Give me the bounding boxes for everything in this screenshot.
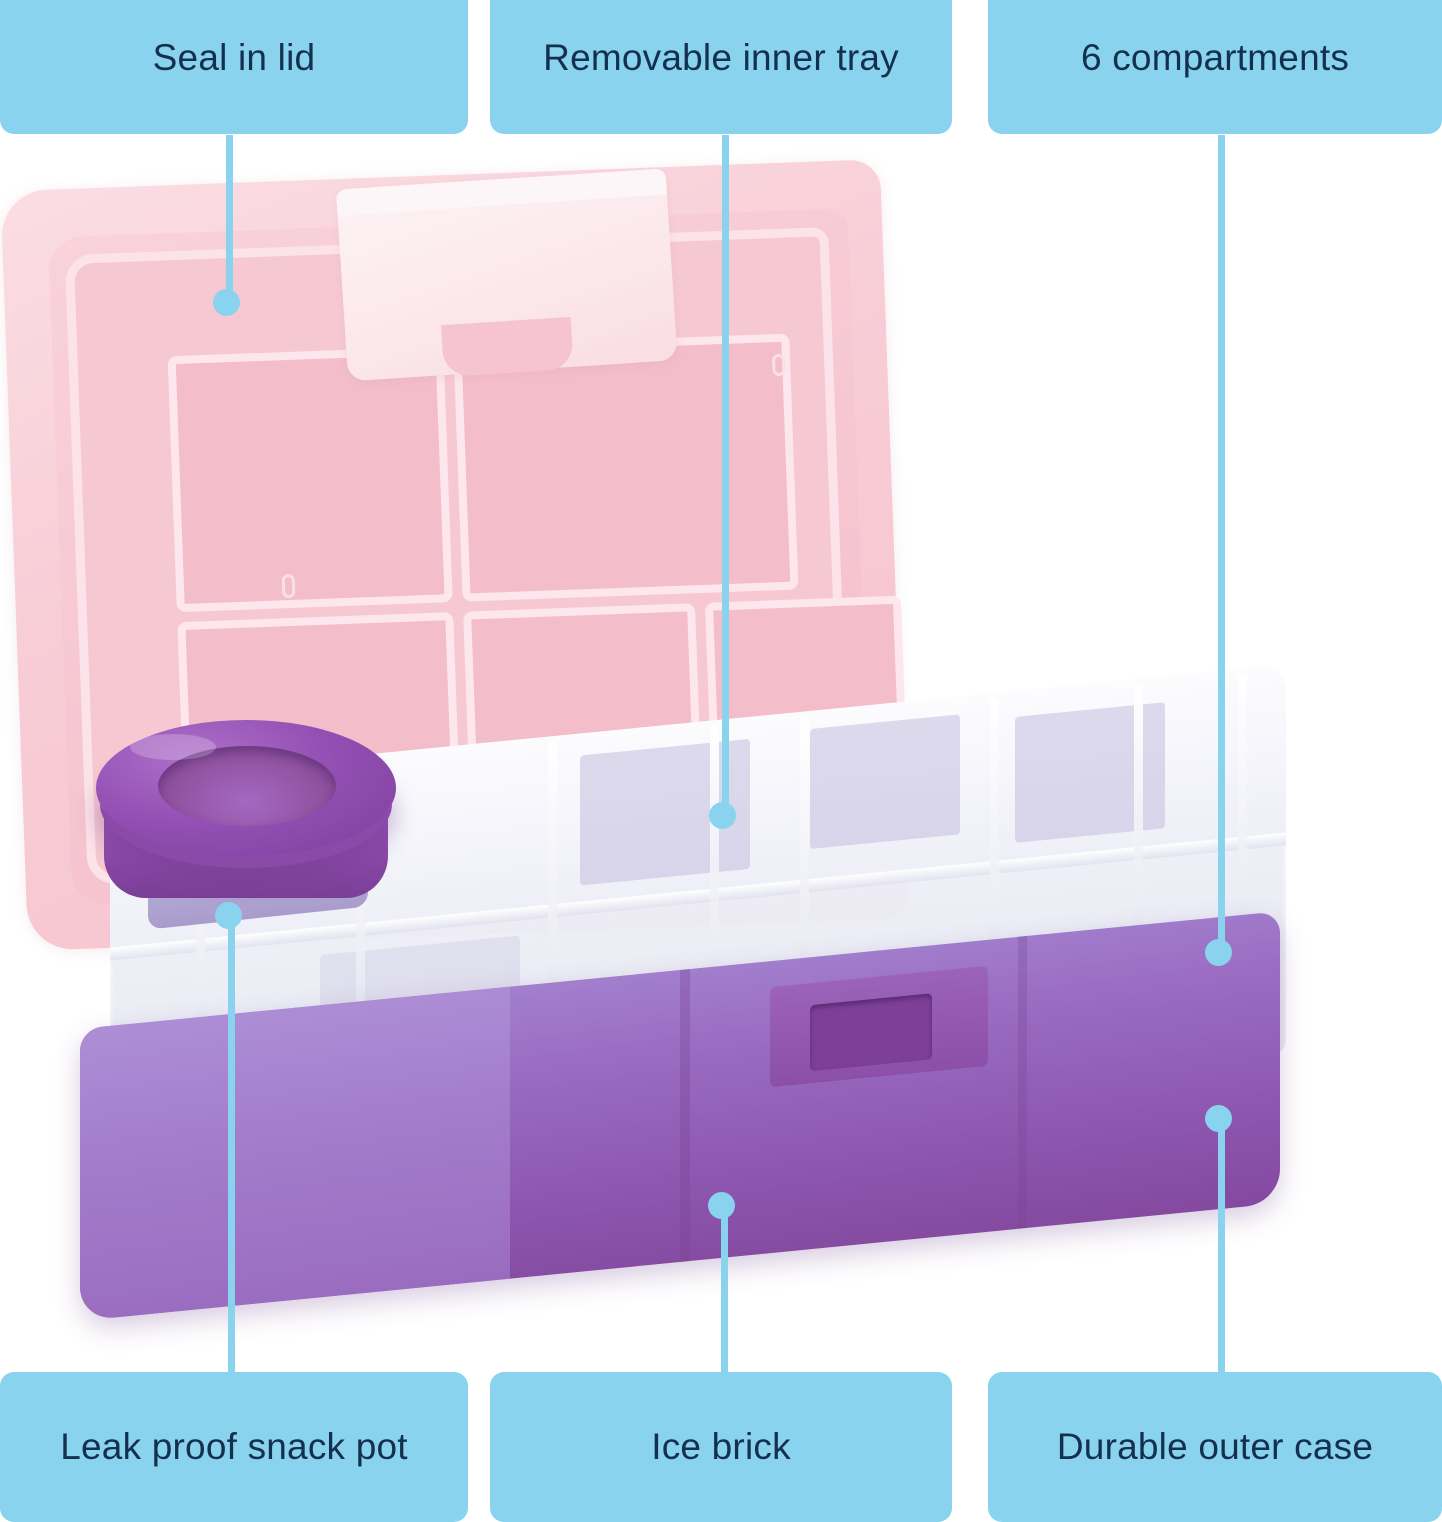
leader-dot-durable-outer-case — [1205, 1105, 1232, 1132]
leader-line-removable-inner-tray — [722, 135, 729, 818]
leader-line-leak-proof-snack-pot — [228, 915, 235, 1381]
case-latch-recess — [810, 993, 932, 1072]
case-seam — [1018, 935, 1027, 1229]
callout-leak-proof-snack-pot[interactable]: Leak proof snack pot — [0, 1372, 468, 1522]
lid-seal-cell — [453, 333, 799, 602]
leader-line-6-compartments — [1218, 135, 1225, 955]
callout-ice-brick[interactable]: Ice brick — [490, 1372, 952, 1522]
lid-vent-pin — [281, 573, 296, 599]
lid-vent-pin — [771, 353, 786, 377]
leader-line-ice-brick — [721, 1205, 728, 1381]
tray-cell-shade — [810, 714, 960, 850]
callout-label: 6 compartments — [1080, 36, 1350, 78]
leader-dot-ice-brick — [708, 1192, 735, 1219]
callout-label: Leak proof snack pot — [60, 1425, 408, 1467]
callout-durable-outer-case[interactable]: Durable outer case — [988, 1372, 1442, 1522]
case-seam — [680, 969, 690, 1262]
case-left-panel — [80, 986, 510, 1321]
callout-6-compartments[interactable]: 6 compartments — [988, 0, 1442, 134]
leader-dot-seal-in-lid — [213, 289, 240, 316]
leader-dot-6-compartments — [1205, 939, 1232, 966]
case-latch-catch — [770, 965, 988, 1088]
callout-label: Durable outer case — [1056, 1425, 1374, 1467]
callout-label: Removable inner tray — [543, 36, 899, 78]
leader-line-seal-in-lid — [226, 135, 233, 305]
leader-line-durable-outer-case — [1218, 1118, 1225, 1381]
leader-dot-removable-inner-tray — [709, 802, 736, 829]
lid-latch-tab — [335, 168, 678, 382]
lid-seal-cell — [167, 346, 453, 613]
product-illustration — [0, 150, 1442, 1380]
latch-lip — [335, 168, 667, 216]
callout-label: Seal in lid — [152, 36, 316, 78]
callout-seal-in-lid[interactable]: Seal in lid — [0, 0, 468, 134]
leak-proof-snack-pot — [96, 720, 396, 856]
leader-dot-leak-proof-snack-pot — [215, 902, 242, 929]
latch-notch — [440, 316, 574, 378]
callout-removable-inner-tray[interactable]: Removable inner tray — [490, 0, 952, 134]
callout-label: Ice brick — [651, 1425, 791, 1467]
snack-pot-highlight — [130, 734, 216, 760]
snack-pot-opening — [158, 746, 336, 826]
